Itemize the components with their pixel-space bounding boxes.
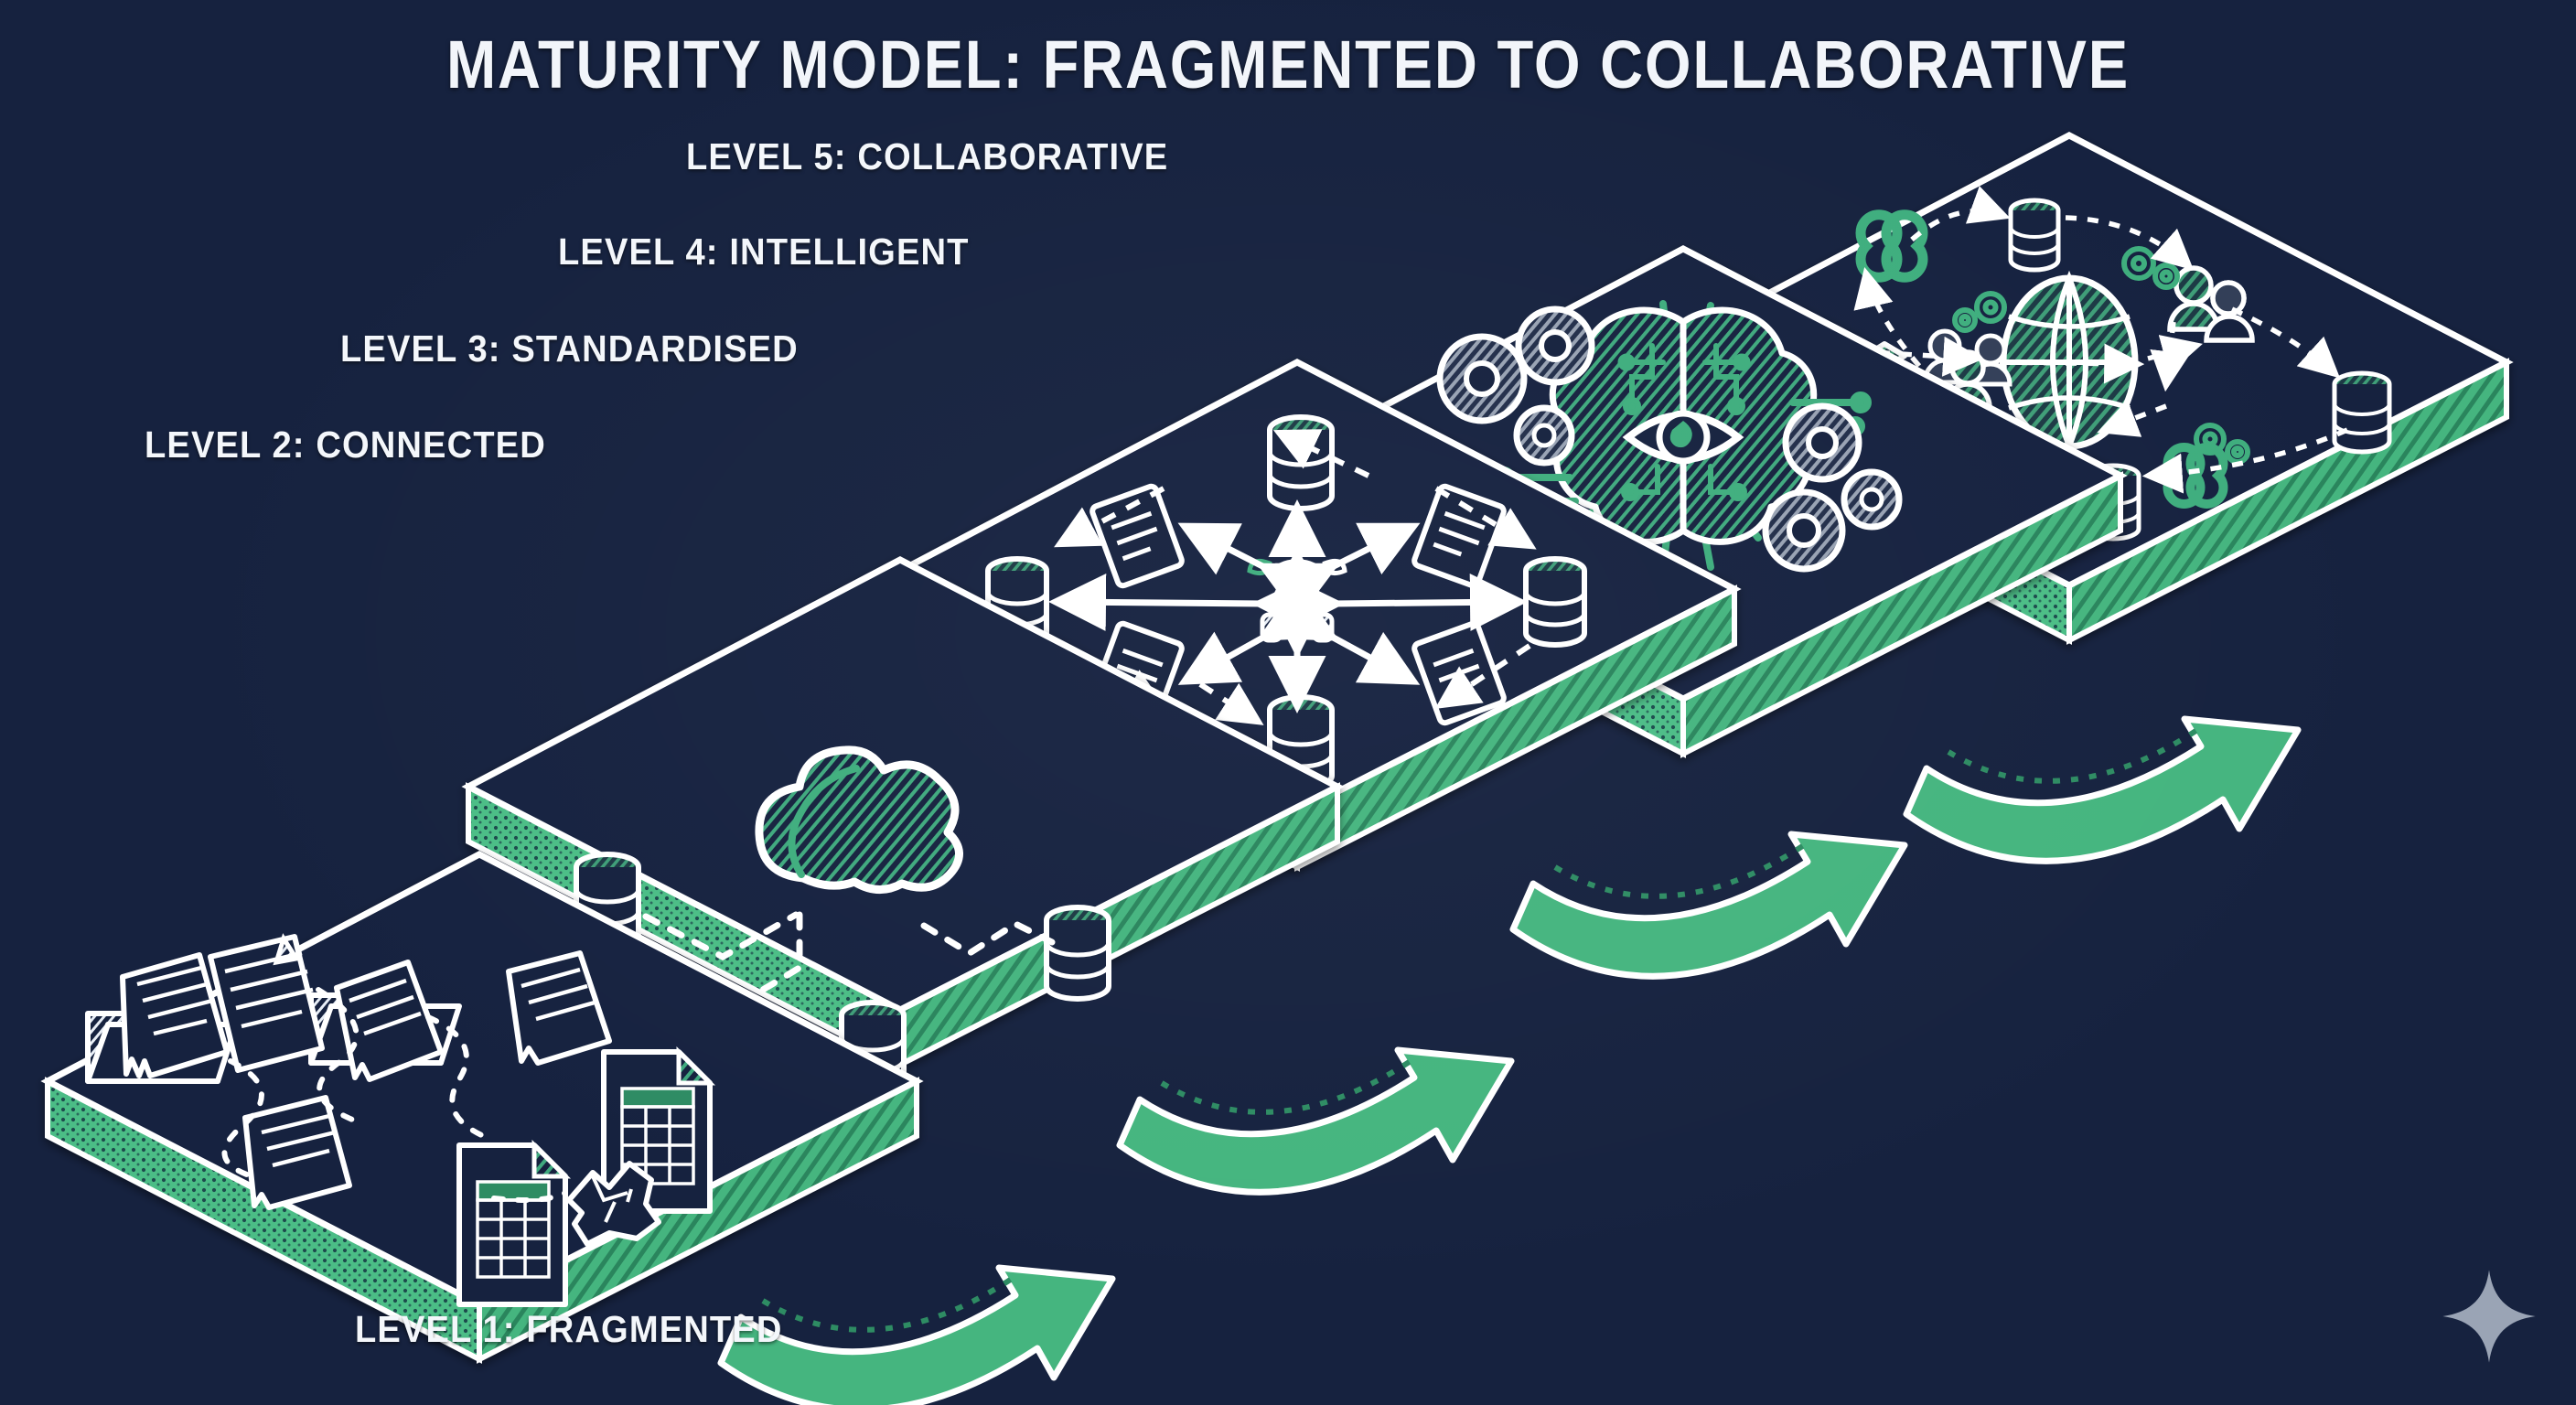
loose-thread	[221, 987, 568, 1203]
cloud-icon	[755, 745, 963, 894]
gear-icon	[1782, 402, 1862, 483]
torn-document-icon	[506, 950, 612, 1066]
level-4-label: LEVEL 4: INTELLIGENT	[558, 231, 970, 273]
arrow-1-to-2[interactable]	[717, 1264, 1116, 1405]
gear-icon	[1952, 291, 2007, 333]
database-icon	[1523, 556, 1587, 648]
gear-icon	[1515, 306, 1595, 386]
torn-document-icon	[334, 960, 444, 1082]
torn-document-icon	[242, 1095, 352, 1210]
spreadsheet-icon	[456, 1139, 572, 1307]
document-icon	[208, 933, 325, 1073]
database-icon	[2332, 370, 2392, 455]
gear-icon	[1513, 404, 1575, 467]
level-3-label: LEVEL 3: STANDARDISED	[340, 327, 799, 370]
eye-icon	[1622, 410, 1744, 465]
database-icon	[1044, 905, 1111, 1002]
database-icon	[1267, 414, 1335, 511]
page-title: MATURITY MODEL: FRAGMENTED TO COLLABORAT…	[446, 27, 2130, 102]
level-1-label: LEVEL 1: FRAGMENTED	[355, 1308, 783, 1350]
exchange-arrow	[1048, 499, 1528, 713]
arrow-3-to-4[interactable]	[1509, 831, 1908, 980]
arrow-2-to-3[interactable]	[1116, 1046, 1515, 1196]
crumpled-paper-icon	[566, 1161, 661, 1247]
database-icon	[2008, 198, 2061, 273]
arrow-4-to-5[interactable]	[1903, 715, 2302, 864]
gear-icon	[1762, 488, 1846, 573]
level-2-label: LEVEL 2: CONNECTED	[145, 424, 546, 466]
gear-icon	[1436, 333, 1528, 424]
document-icon	[1411, 483, 1507, 589]
torn-document-icon	[120, 952, 230, 1078]
gear-icon	[1841, 468, 1903, 531]
level-1-content	[85, 933, 716, 1307]
sparkle-icon	[2442, 1270, 2536, 1363]
infinity-icon	[2163, 443, 2228, 509]
level-5-label: LEVEL 5: COLLABORATIVE	[686, 135, 1169, 177]
